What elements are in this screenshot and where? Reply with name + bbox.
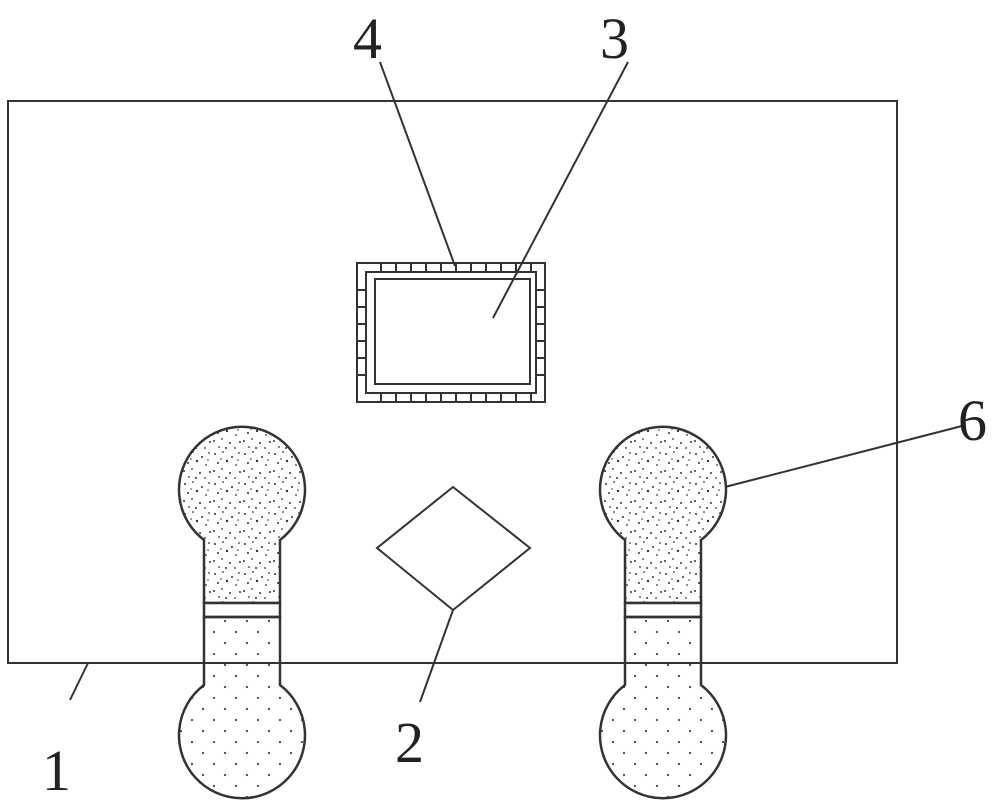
leader-line-1 <box>69 662 89 701</box>
label-4: 4 <box>353 6 382 71</box>
label-1: 1 <box>42 738 71 803</box>
leader-line-2 <box>419 609 454 703</box>
display-window <box>374 278 531 385</box>
label-6: 6 <box>958 388 987 453</box>
leader-line-4 <box>379 61 456 267</box>
label-2: 2 <box>395 710 424 775</box>
leader-line-3 <box>492 61 629 319</box>
label-3: 3 <box>600 6 629 71</box>
leader-line-6 <box>724 425 963 488</box>
